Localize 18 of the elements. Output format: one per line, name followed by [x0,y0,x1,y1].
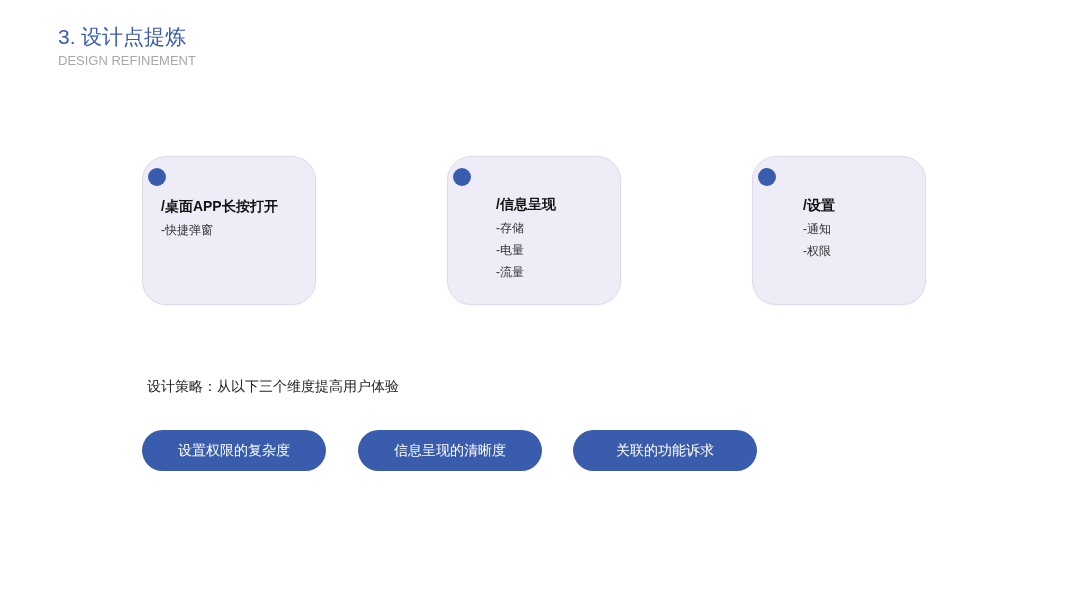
feature-card [142,156,316,305]
strategy-pill: 设置权限的复杂度 [142,430,326,471]
slide-title: 3. 设计点提炼 [58,24,187,50]
card-heading: /设置 [803,196,835,214]
list-item: -流量 [496,264,524,281]
list-item: -存储 [496,220,524,237]
card-heading: /桌面APP长按打开 [161,197,278,215]
list-item: -快捷弹窗 [161,222,213,239]
feature-card [752,156,926,305]
strategy-pill: 信息呈现的清晰度 [358,430,542,471]
list-item: -权限 [803,243,831,260]
feature-card [447,156,621,305]
list-item: -电量 [496,242,524,259]
card-heading: /信息呈现 [496,195,556,213]
subtitle: DESIGN REFINEMENT [58,53,196,69]
list-item: -通知 [803,221,831,238]
strategy-pill: 关联的功能诉求 [573,430,757,471]
strategy-text: 设计策略：从以下三个维度提高用户体验 [147,377,399,395]
